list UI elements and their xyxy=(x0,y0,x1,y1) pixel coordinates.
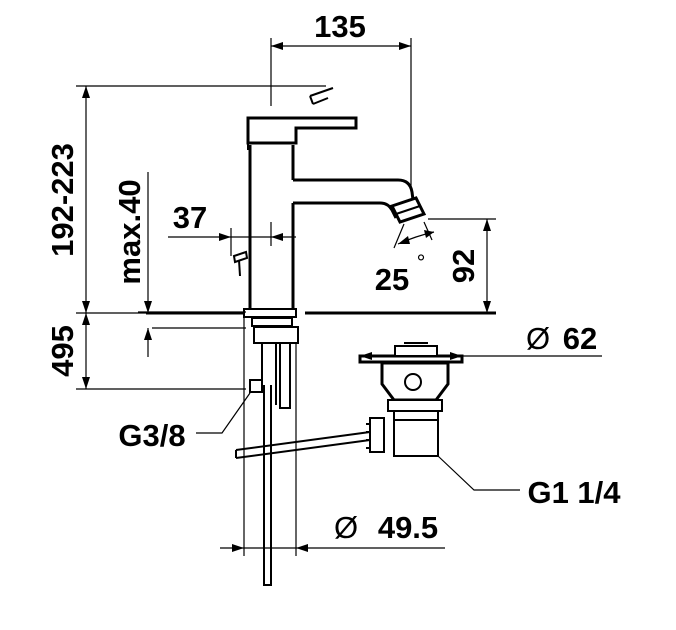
label-g3-8: G3/8 xyxy=(118,418,185,453)
leader-waste-thread: G1 1/4 xyxy=(437,455,621,510)
dim-waste-diameter: Ø 62 xyxy=(360,321,602,360)
label-g1-1-4: G1 1/4 xyxy=(527,475,621,510)
dim-label-192-223: 192-223 xyxy=(45,143,80,257)
dim-label-25: 25 xyxy=(375,262,409,297)
leader-supply-thread: G3/8 xyxy=(118,392,251,453)
dim-outlet-height: 92 xyxy=(428,218,496,313)
dim-label-495: 495 xyxy=(45,325,80,377)
dim-below-deck: 495 xyxy=(45,312,246,390)
dim-base-diameter: Ø 49.5 xyxy=(220,313,445,556)
pop-up-waste xyxy=(235,342,464,459)
deck-mount xyxy=(146,308,496,586)
diameter-symbol-62: Ø xyxy=(526,321,550,356)
dim-label-62: 62 xyxy=(563,321,597,356)
dim-label-92: 92 xyxy=(446,249,481,283)
dim-lever-offset: 37 xyxy=(168,200,296,256)
dim-spout-angle: 25 ° xyxy=(375,221,435,297)
dim-height-range: 192-223 xyxy=(45,85,326,313)
degree-symbol: ° xyxy=(417,250,426,275)
dim-label-max40: max.40 xyxy=(112,179,147,284)
diameter-symbol-49-5: Ø xyxy=(334,510,358,545)
dim-label-37: 37 xyxy=(173,200,207,235)
dim-spout-reach: 135 xyxy=(270,9,412,186)
dim-label-49-5: 49.5 xyxy=(378,510,438,545)
dim-label-135: 135 xyxy=(314,9,366,44)
dim-lever-max: max.40 xyxy=(112,172,246,357)
faucet-body xyxy=(232,87,427,312)
